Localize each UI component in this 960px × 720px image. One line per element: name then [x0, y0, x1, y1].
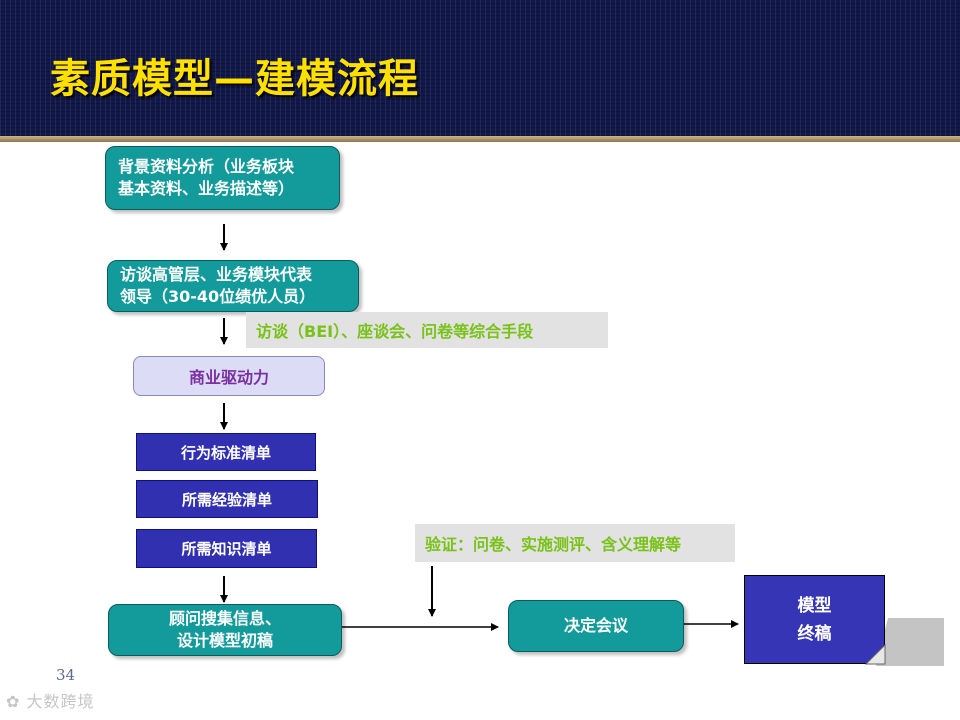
behavior-list-box: 行为标准清单 — [136, 433, 316, 471]
background-line1: 背景资料分析（业务板块 — [118, 157, 295, 176]
decision-meeting-box: 决定会议 — [508, 600, 684, 652]
interview-line2: 领导（30-40位绩优人员） — [120, 287, 316, 306]
header-divider — [0, 136, 960, 142]
consultant-line2: 设计模型初稿 — [176, 631, 273, 650]
background-analysis-box: 背景资料分析（业务板块 基本资料、业务描述等） — [105, 146, 340, 210]
header-banner — [0, 0, 960, 136]
final-model-box: 模型 终稿 — [744, 575, 885, 664]
watermark: ✿ 大数跨境 — [6, 688, 95, 712]
page-title: 素质模型—建模流程 — [50, 56, 419, 102]
business-driver-box: 商业驱动力 — [133, 356, 325, 396]
final-box-shadow — [876, 618, 944, 666]
experience-list-box: 所需经验清单 — [136, 480, 318, 518]
validation-label: 验证：问卷、实施测评、含义理解等 — [415, 524, 735, 562]
interview-line1: 访谈高管层、业务模块代表 — [120, 265, 313, 284]
final-model-line2: 终稿 — [797, 623, 832, 644]
consultant-box: 顾问搜集信息、 设计模型初稿 — [108, 604, 342, 656]
methods-label: 访谈（BEI）、座谈会、问卷等综合手段 — [246, 312, 608, 348]
watermark-text: 大数跨境 — [26, 692, 95, 711]
watermark-logo-icon: ✿ — [6, 692, 27, 711]
background-line2: 基本资料、业务描述等） — [118, 179, 295, 198]
page-number: 34 — [56, 666, 76, 684]
consultant-line1: 顾问搜集信息、 — [168, 609, 281, 628]
final-model-line1: 模型 — [797, 595, 832, 616]
interview-box: 访谈高管层、业务模块代表 领导（30-40位绩优人员） — [107, 260, 359, 312]
knowledge-list-box: 所需知识清单 — [136, 529, 317, 568]
